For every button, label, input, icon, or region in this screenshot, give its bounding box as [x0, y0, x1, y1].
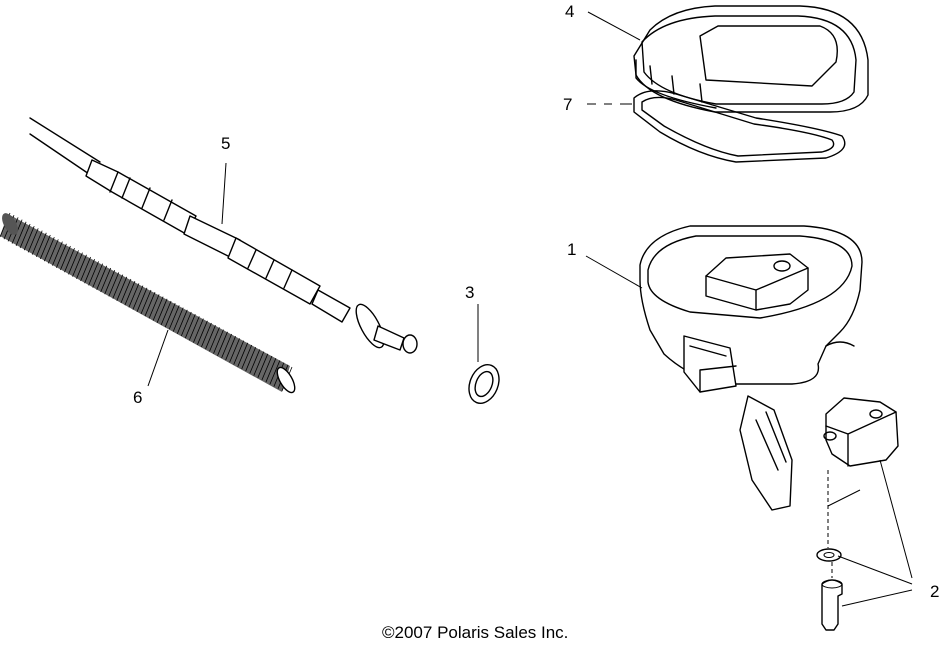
part-spring-sleeve: [0, 212, 296, 394]
callout-5: 5: [221, 134, 230, 153]
copyright-notice: ©2007 Polaris Sales Inc.: [382, 623, 568, 642]
callout-4: 4: [565, 2, 574, 21]
part-housing: [639, 225, 863, 511]
part-gasket: [633, 90, 846, 163]
part-screw: [821, 579, 843, 631]
part-cover: [633, 5, 869, 113]
callout-7: 7: [563, 95, 572, 114]
callout-2: 2: [930, 582, 939, 601]
callout-1: 1: [567, 240, 576, 259]
leader-lines: [147, 11, 913, 607]
callout-6: 6: [133, 388, 142, 407]
part-cable: [29, 117, 418, 354]
part-clamp: [823, 397, 899, 467]
part-washer-small: [816, 548, 842, 562]
callout-3: 3: [465, 283, 474, 302]
part-washer: [468, 364, 500, 404]
